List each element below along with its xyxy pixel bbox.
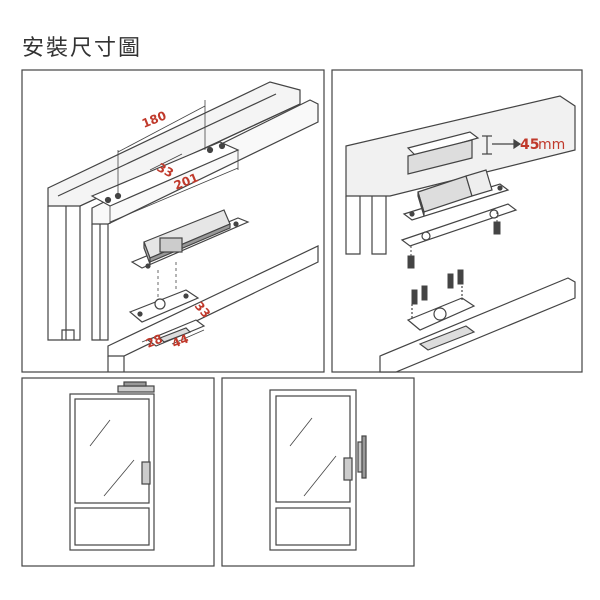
- strike-plate-left: [128, 289, 200, 323]
- door-top-edge-right: [379, 277, 576, 373]
- dimension-lines-top: [109, 100, 239, 224]
- panel-bottom-middle: [221, 377, 415, 567]
- door-right: [269, 389, 367, 551]
- guide-lines-left: [157, 262, 177, 298]
- panel-bottom-left-border: [21, 377, 215, 567]
- panel-bottom-middle-border: [221, 377, 415, 567]
- lock-body: [130, 209, 250, 269]
- mounting-plate-right: [400, 203, 518, 247]
- panel-top-left: 180 33 201 33 28 44: [21, 69, 325, 373]
- panel-top-right: 45 mm: [331, 69, 583, 373]
- screws-right: [407, 212, 501, 305]
- marker-45mm: [482, 135, 522, 155]
- door-left: [69, 381, 155, 551]
- dimension-lines-bottom: [141, 329, 205, 345]
- header-beam: [345, 95, 576, 255]
- dim-label-mm: mm: [538, 137, 565, 153]
- lock-unit-right: [402, 169, 510, 221]
- dim-label-33-top: 33: [155, 160, 176, 180]
- door-top-edge-left: [107, 245, 319, 372]
- dim-label-45: 45: [520, 137, 539, 153]
- page-title: 安裝尺寸圖: [22, 36, 143, 61]
- dim-label-44: 44: [170, 332, 191, 351]
- panel-bottom-left: [21, 377, 215, 567]
- dim-label-28: 28: [144, 332, 165, 351]
- strike-plate-right: [406, 286, 476, 331]
- top-mounting-plate: [90, 141, 240, 207]
